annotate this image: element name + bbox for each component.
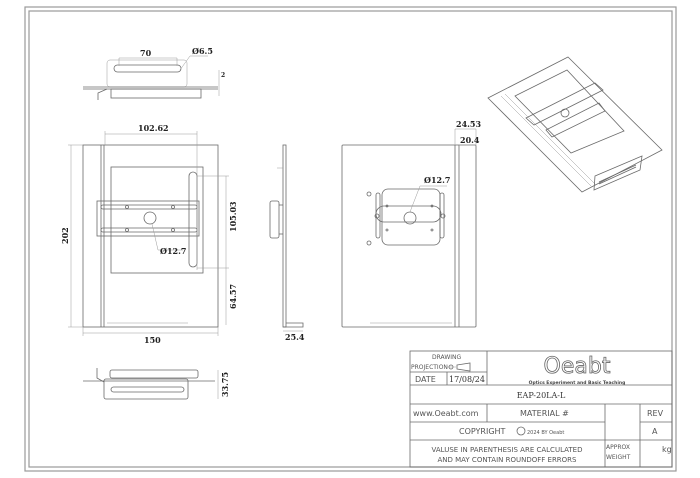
- dim-slot-diameter: Ø6.5: [192, 46, 213, 56]
- weight-label: WEIGHT: [606, 454, 631, 461]
- dim-rear-hole: Ø12.7: [424, 175, 450, 185]
- part-number: EAP-20LA-L: [517, 391, 566, 400]
- copyright-icon: [516, 426, 526, 436]
- title-block: DRAWING PROJECTION DATE 17/08/24 Oeabt O…: [409, 350, 673, 468]
- drawing-label: DRAWING: [432, 354, 462, 361]
- dim-mount-width: 102.62: [138, 123, 169, 133]
- copyright-year: 2024 BY Oeabt: [527, 430, 564, 436]
- dim-mount-height: 105.03: [228, 201, 238, 232]
- rear-view: Ø12.7 24.53 20.4: [341, 119, 481, 328]
- rev-value: A: [652, 427, 658, 436]
- material-label: MATERIAL #: [520, 409, 569, 418]
- inner-border: [28, 10, 673, 468]
- note-line-1: VALUSE IN PARENTHESIS ARE CALCULATED: [432, 446, 583, 454]
- copyright-label: COPYRIGHT: [459, 427, 506, 436]
- dim-slot-length: 70: [140, 48, 152, 58]
- slot: [113, 64, 182, 73]
- dim-bottom-height: 33.75: [220, 372, 230, 397]
- date-value: 17/08/24: [449, 375, 485, 384]
- dim-depth-inner: 20.4: [460, 135, 480, 145]
- projection-symbol-icon: [447, 362, 471, 372]
- front-view: 102.62 202 150 105.03 64.57 Ø12.7: [60, 123, 238, 345]
- dim-foot: 25.4: [285, 332, 305, 342]
- center-hole: [143, 211, 157, 225]
- top-view: 70 Ø6.5 2: [83, 46, 225, 100]
- isometric-view: [487, 56, 663, 193]
- weight-unit: kg: [662, 445, 672, 454]
- website-link[interactable]: www.Oeabt.com: [413, 409, 479, 418]
- outer-border: [24, 6, 677, 472]
- logo-tagline: Optics Experiment and Basic Teaching: [529, 380, 626, 386]
- company-logo: Oeabt: [544, 354, 611, 379]
- rev-label: REV: [647, 409, 664, 418]
- side-view: 25.4: [269, 144, 305, 342]
- approx-label: APPROX: [606, 444, 630, 451]
- note-line-2: AND MAY CONTAIN ROUNDOFF ERRORS: [438, 456, 578, 464]
- dim-height: 202: [60, 227, 70, 244]
- dim-depth-outer: 24.53: [456, 119, 481, 129]
- dim-thickness: 2: [221, 72, 225, 79]
- dim-width: 150: [144, 335, 161, 345]
- projection-label: PROJECTION: [411, 364, 448, 371]
- dim-bottom-offset: 64.57: [228, 284, 238, 309]
- date-label: DATE: [415, 375, 436, 384]
- bottom-view: 33.75: [83, 368, 230, 400]
- dim-hole: Ø12.7: [160, 246, 186, 256]
